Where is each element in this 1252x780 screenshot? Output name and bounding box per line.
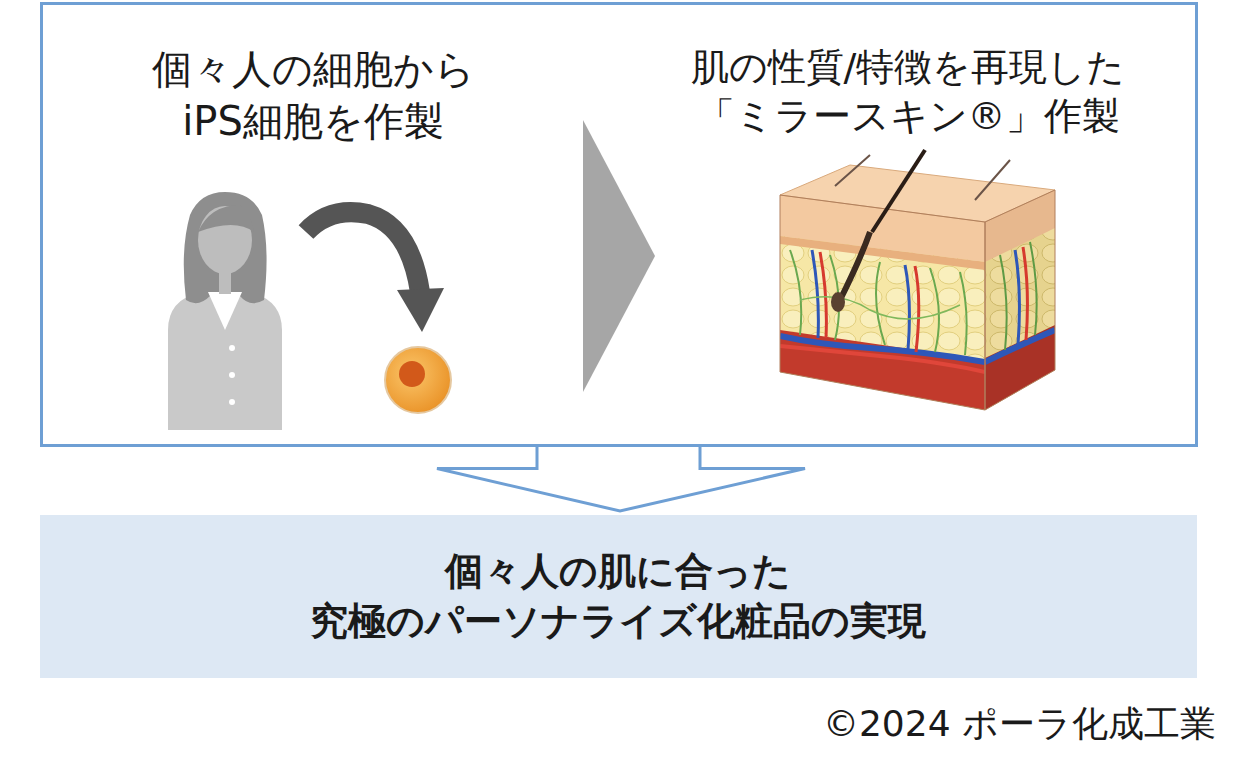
curved-arrow <box>306 212 444 332</box>
skin-model-part-part <box>831 292 845 312</box>
skin-model-part-part <box>800 297 960 319</box>
person-icon-part <box>229 372 235 378</box>
skin-model-part-part <box>780 236 985 270</box>
person-icon-part <box>229 399 235 405</box>
curved-arrow-part <box>397 288 444 332</box>
skin-model <box>770 150 1060 430</box>
skin-model-part-part <box>780 346 985 372</box>
person-icon-part <box>168 292 282 430</box>
node-text: 肌の性質/特徴を再現した 「ミラースキン®」作製 <box>658 43 1158 142</box>
curved-arrow-part <box>306 212 420 292</box>
skin-model-part-part <box>1015 250 1019 345</box>
node-heading: 個々人の肌に合った 究極のパーソナライズ化粧品の実現 <box>238 547 998 646</box>
step-panel: 個々人の細胞から iPS細胞を作製 肌の性質/特徴を再現した 「ミラースキン®」作… <box>40 2 1198 447</box>
skin-model-part-part <box>820 252 919 352</box>
skin-model-part-part <box>780 330 985 420</box>
skin-model-part-part <box>1023 247 1027 340</box>
person-icon-part <box>208 292 242 330</box>
skin-model-part-part <box>1000 242 1037 350</box>
skin-model-part <box>835 155 1010 200</box>
skin-model-part-part <box>840 232 870 300</box>
person-icon <box>168 192 282 430</box>
skin-model-part-part <box>985 325 1055 420</box>
person-icon-part <box>198 205 254 232</box>
skin-model-part-part <box>790 250 967 355</box>
skin-model-part <box>780 195 985 410</box>
copyright-note: ©2024 ポーラ化成工業 <box>823 700 1216 749</box>
result-band: 個々人の肌に合った 究極のパーソナライズ化粧品の実現 <box>40 515 1197 678</box>
skin-model-part <box>985 190 1055 410</box>
ips-cell-part <box>385 347 451 413</box>
node-heading: 個々人の細胞から iPS細胞を作製 <box>123 43 503 147</box>
person-icon-part <box>219 270 231 294</box>
ips-cell <box>385 347 451 413</box>
skin-model-part <box>872 150 925 232</box>
person-icon-part <box>229 345 235 351</box>
flow-arrow <box>437 446 805 512</box>
step-triangle <box>583 120 655 392</box>
person-icon-part <box>184 192 267 303</box>
ips-cell-part <box>399 361 425 387</box>
